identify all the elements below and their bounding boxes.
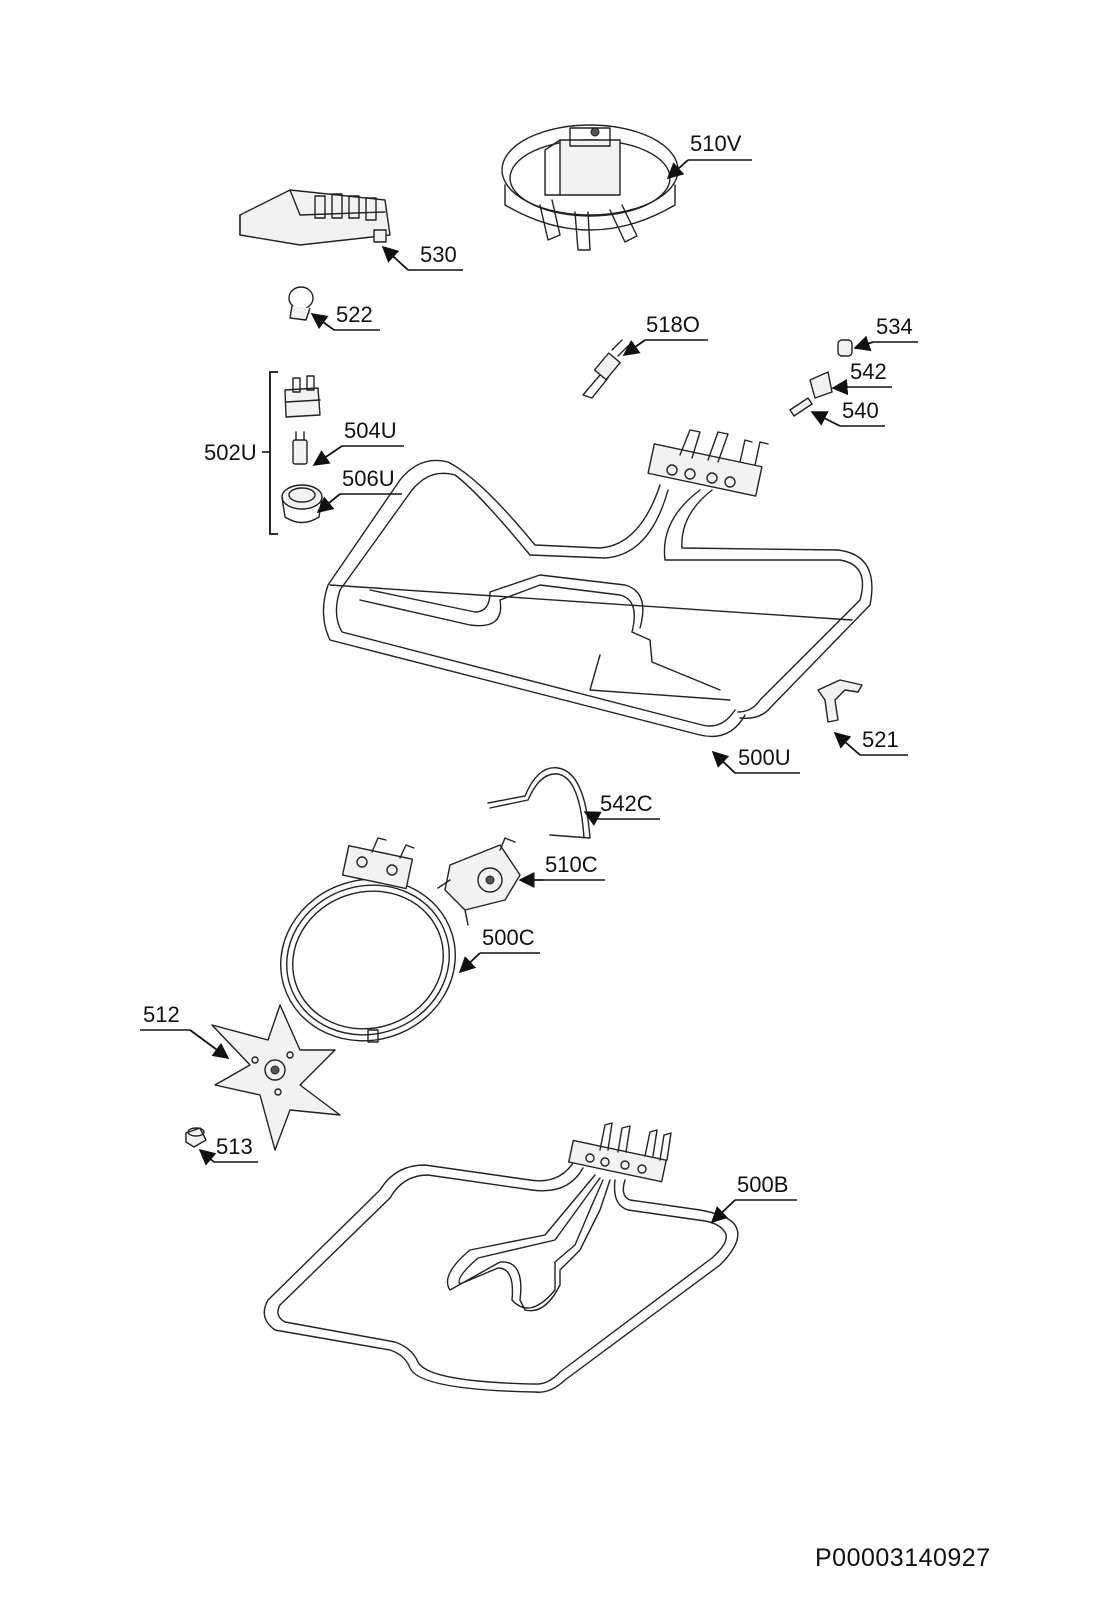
part-502U-lamp-holder: [284, 375, 321, 418]
label-510V: 510V: [690, 131, 742, 156]
label-500C: 500C: [482, 925, 535, 950]
callout-500B: 500B: [710, 1172, 797, 1224]
document-id: P00003140927: [815, 1544, 991, 1572]
part-522-clip: [288, 286, 314, 321]
label-510C: 510C: [545, 852, 598, 877]
part-512-fan-blade: [211, 1004, 341, 1151]
part-504U-lamp: [292, 431, 308, 465]
part-500C-circular-element: [280, 837, 456, 1043]
part-500B-bottom-element: [263, 1122, 739, 1393]
callout-534: 534: [853, 314, 918, 352]
label-504U: 504U: [344, 418, 397, 443]
part-510V-fan-motor: [501, 124, 679, 251]
callout-521: 521: [833, 727, 908, 756]
part-513-nut: [185, 1127, 207, 1148]
label-530: 530: [420, 242, 457, 267]
label-512: 512: [143, 1002, 180, 1027]
part-530-terminal-block: [239, 189, 391, 246]
label-513: 513: [216, 1134, 253, 1159]
callout-510V: 510V: [666, 131, 752, 180]
label-518O: 518O: [646, 312, 700, 337]
label-521: 521: [862, 727, 899, 752]
group-bracket-502U: 502U: [204, 371, 278, 535]
callout-512: 512: [140, 1002, 230, 1059]
callout-542: 542: [831, 359, 892, 396]
callout-500U: 500U: [711, 745, 800, 774]
part-510C-convection-motor: [437, 837, 521, 926]
callout-530: 530: [381, 242, 463, 271]
part-500U-top-element: [322, 429, 873, 738]
label-522: 522: [336, 302, 373, 327]
part-518O-sensor: [582, 339, 629, 399]
label-542: 542: [850, 359, 887, 384]
part-506U-lamp-glass: [281, 484, 323, 524]
callout-510C: 510C: [518, 852, 605, 889]
label-500B: 500B: [737, 1172, 788, 1197]
part-540-seal: [789, 397, 813, 417]
part-542-cap: [809, 371, 833, 399]
label-542C: 542C: [600, 791, 653, 816]
callout-513: 513: [198, 1134, 258, 1166]
callout-504U: 504U: [312, 418, 404, 466]
label-506U: 506U: [342, 466, 395, 491]
callout-522: 522: [310, 302, 380, 331]
callout-542C: 542C: [583, 791, 660, 827]
callout-500C: 500C: [458, 925, 540, 974]
label-500U: 500U: [738, 745, 791, 770]
label-534: 534: [876, 314, 913, 339]
label-540: 540: [842, 398, 879, 423]
part-521-bracket: [817, 679, 863, 723]
callout-506U: 506U: [316, 466, 402, 514]
label-502U: 502U: [204, 440, 257, 465]
callout-518O: 518O: [622, 312, 708, 356]
part-542C-spring: [487, 767, 591, 839]
part-534-knob: [837, 339, 853, 357]
callout-540: 540: [810, 398, 885, 427]
